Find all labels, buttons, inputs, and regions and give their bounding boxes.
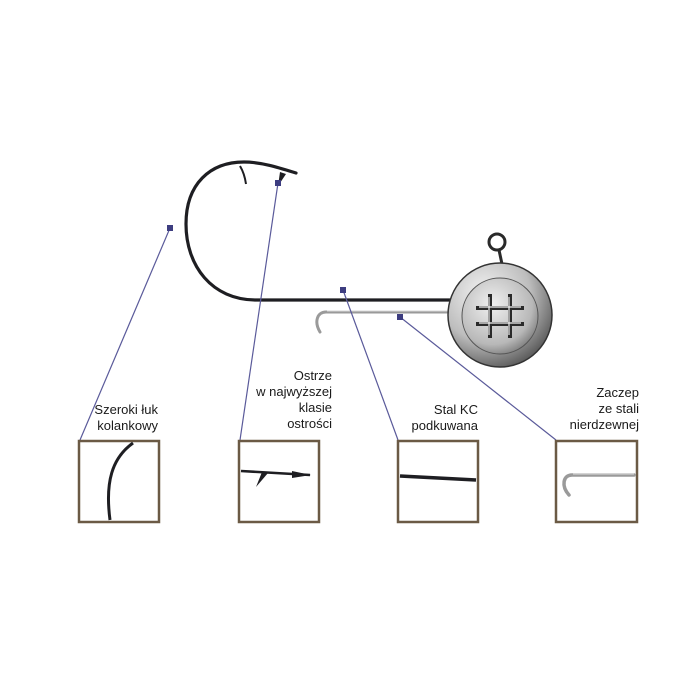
label-line: Zaczep xyxy=(596,385,639,400)
detail-box-shank xyxy=(396,439,480,524)
detail-box-bend xyxy=(77,439,161,524)
hashtag-logo-icon xyxy=(476,294,524,338)
leader-line-3 xyxy=(340,287,399,441)
label-line: ze stali xyxy=(598,401,639,416)
leader-line-2 xyxy=(239,180,281,441)
label-line: klasie xyxy=(298,400,332,415)
jig-hook-icon xyxy=(184,160,462,334)
label-line: w najwyższej xyxy=(256,384,332,399)
label-sharp-point: Ostrze w najwyższej klasie ostrości xyxy=(256,368,332,432)
label-line: Stal KC xyxy=(433,402,478,417)
label-line: Ostrze xyxy=(293,368,332,383)
leader-line-4 xyxy=(397,314,557,441)
label-line: ostrości xyxy=(287,416,332,431)
label-stainless-keeper: Zaczep ze stali nierdzewnej xyxy=(570,385,639,433)
label-line: nierdzewnej xyxy=(569,417,639,432)
label-kc-steel: Stal KC podkuwana xyxy=(412,402,479,434)
label-wide-bend: Szeroki łuk kolankowy xyxy=(94,402,158,434)
label-line: Szeroki łuk xyxy=(94,402,158,417)
label-line: kolankowy xyxy=(97,418,158,433)
leader-line-1 xyxy=(79,225,173,441)
detail-box-keeper xyxy=(554,439,639,524)
label-line: podkuwana xyxy=(411,418,479,433)
detail-box-point xyxy=(237,439,321,524)
jig-head-icon xyxy=(447,232,553,368)
